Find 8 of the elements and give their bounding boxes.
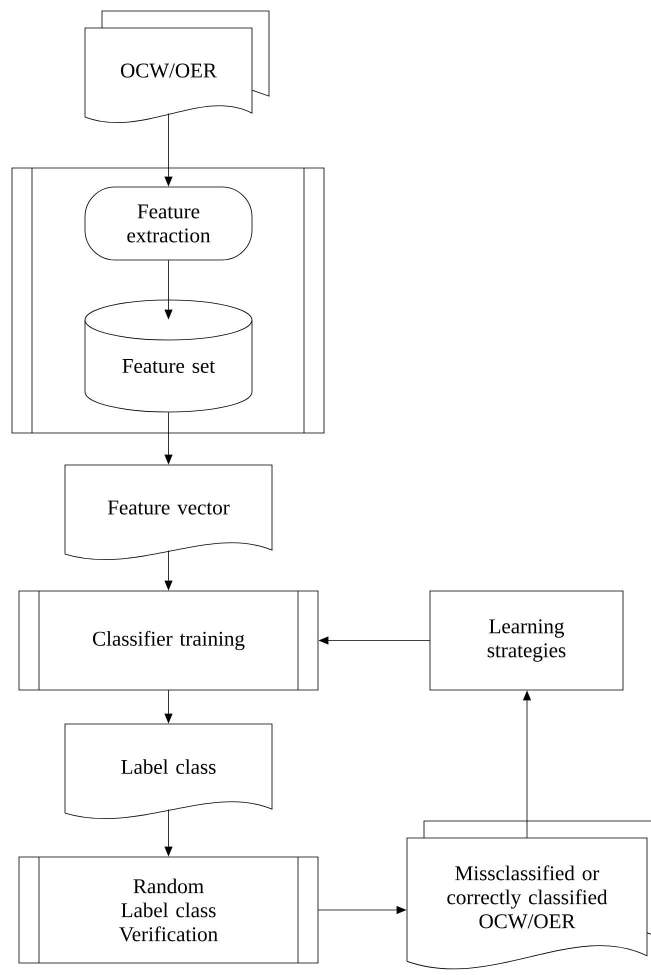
predefined-process-box: Classifier training <box>18 590 318 690</box>
predefined-process-box: Random Label class Verification <box>18 856 318 964</box>
document-shape: Feature vector <box>64 464 272 560</box>
process-box: Learning strategies <box>430 590 624 690</box>
subprocess-frame <box>12 168 324 434</box>
document-shape: Label class <box>64 724 272 819</box>
database-cylinder: Feature set <box>84 300 252 412</box>
node-label: Feature set <box>122 359 216 373</box>
